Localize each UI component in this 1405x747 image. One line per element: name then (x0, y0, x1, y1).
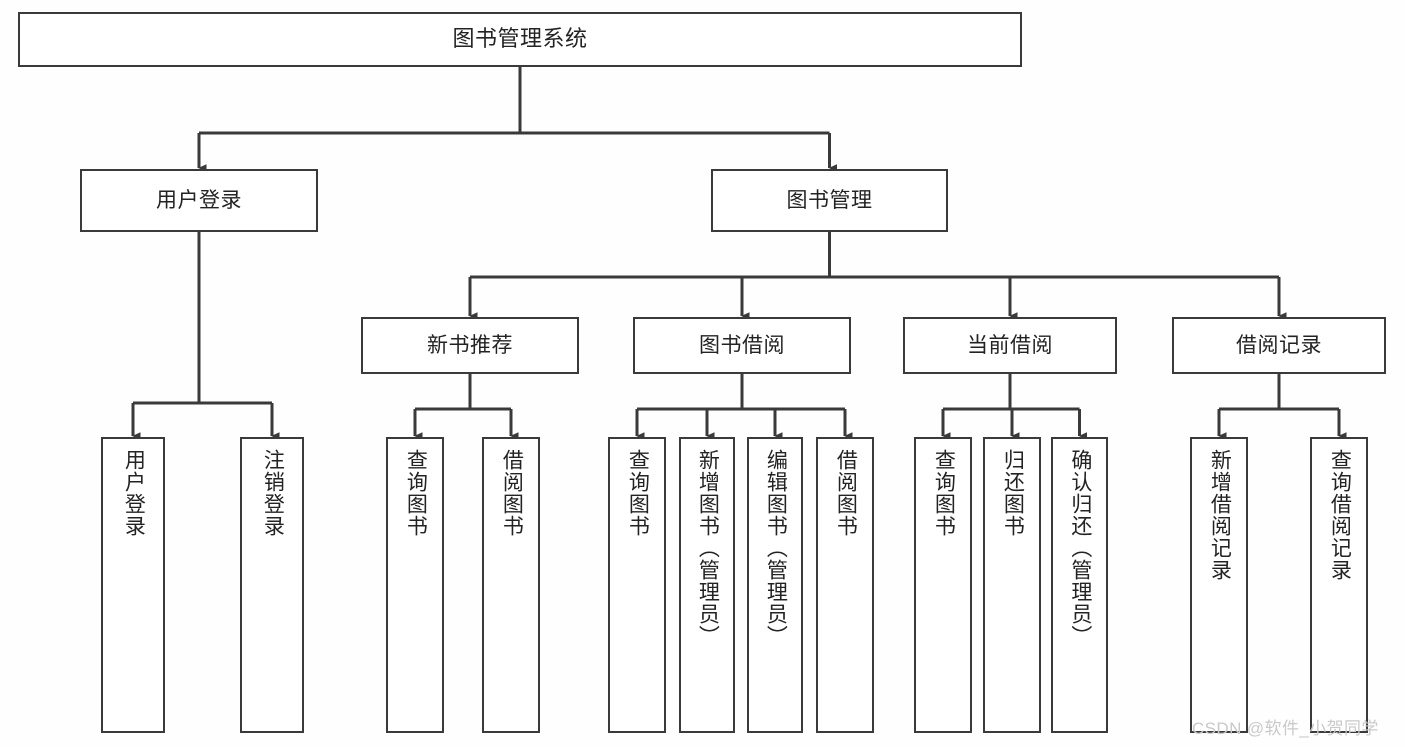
node-label: 当前借阅 (967, 333, 1053, 357)
node-label: 归还图书 (1001, 449, 1025, 537)
node-label: 新增借阅记录 (1208, 449, 1232, 581)
node-label: 查询图书 (932, 449, 956, 537)
node-label: 编辑图书（管理员） (764, 449, 788, 647)
node-leaf-borrow-2: 新增图书（管理员） (679, 437, 735, 733)
node-label: 用户登录 (156, 188, 242, 212)
node-label: 用户登录 (122, 449, 146, 537)
node-label: 图书管理系统 (452, 26, 588, 52)
node-leaf-borrow-1: 查询图书 (608, 437, 666, 733)
node-record: 借阅记录 (1172, 317, 1386, 374)
node-label: 借阅图书 (834, 449, 858, 537)
node-label: 借阅记录 (1236, 333, 1322, 357)
node-leaf-newbook-2: 借阅图书 (482, 437, 540, 733)
node-leaf-login-1: 用户登录 (101, 437, 165, 733)
node-label: 查询借阅记录 (1328, 449, 1352, 581)
node-leaf-borrow-4: 借阅图书 (816, 437, 874, 733)
node-label: 查询图书 (626, 449, 650, 537)
node-current: 当前借阅 (903, 317, 1117, 374)
node-label: 注销登录 (261, 449, 285, 537)
node-leaf-current-1: 查询图书 (914, 437, 972, 733)
node-leaf-record-2: 查询借阅记录 (1310, 437, 1368, 733)
node-login: 用户登录 (80, 169, 318, 232)
node-label: 新增图书（管理员） (696, 449, 720, 647)
node-label: 借阅图书 (500, 449, 524, 537)
node-leaf-borrow-3: 编辑图书（管理员） (747, 437, 803, 733)
node-label: 图书借阅 (699, 333, 785, 357)
node-label: 新书推荐 (427, 333, 513, 357)
node-leaf-record-1: 新增借阅记录 (1190, 437, 1248, 733)
node-leaf-current-3: 确认归还（管理员） (1051, 437, 1108, 733)
edge-group (131, 67, 1347, 440)
node-leaf-login-2: 注销登录 (240, 437, 304, 733)
node-bookmgmt: 图书管理 (711, 169, 948, 232)
node-leaf-newbook-1: 查询图书 (386, 437, 444, 733)
node-newbook: 新书推荐 (361, 317, 579, 374)
node-label: 查询图书 (404, 449, 428, 537)
node-label: 图书管理 (786, 188, 873, 212)
node-root: 图书管理系统 (18, 12, 1022, 67)
node-label: 确认归还（管理员） (1068, 449, 1092, 647)
node-leaf-current-2: 归还图书 (983, 437, 1041, 733)
node-borrow: 图书借阅 (633, 317, 851, 374)
